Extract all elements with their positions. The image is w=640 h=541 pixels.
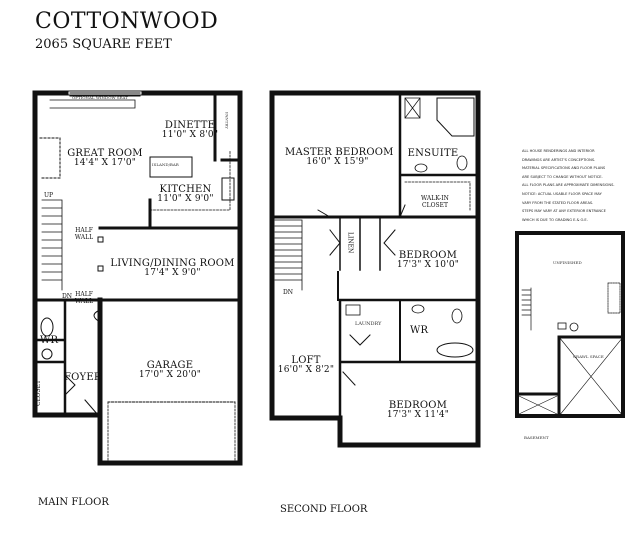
room-closet: CLOSET [35, 380, 42, 406]
main-floor-label: MAIN FLOOR [38, 497, 109, 508]
room-wr-second: WR [410, 325, 429, 336]
room-laundry: LAUNDRY [355, 321, 382, 327]
island-label: ISLAND/BAR [152, 162, 179, 167]
room-walk-in-closet: WALK-IN CLOSET [421, 195, 449, 209]
room-crawl-space: CRAWL SPACE [573, 354, 604, 359]
pantry-label: PANTRY [224, 112, 230, 129]
half-wall-label: HALF WALL [74, 227, 94, 241]
room-linen: LINEN [346, 232, 354, 254]
stairs-up-label: UP [44, 192, 54, 199]
half-wall-label: HALF WALL [74, 291, 94, 305]
room-wr-main: WR [40, 335, 59, 346]
basement-label: BASEMENT [524, 435, 549, 440]
room-unfinished: UNFINISHED [553, 260, 582, 265]
plan-subtitle: 2065 SQUARE FEET [35, 37, 172, 52]
stairs-down-label: DN [283, 289, 294, 296]
plan-title: COTTONWOOD [35, 9, 219, 34]
second-floor-label: SECOND FLOOR [280, 504, 368, 515]
room-ensuite: ENSUITE [407, 148, 459, 159]
main-floor-walls [32, 90, 243, 466]
stairs-down-label: DN [62, 293, 73, 300]
second-floor-walls [269, 90, 481, 448]
window-seat-label: OPTIONAL WINDOW SEAT [72, 95, 128, 100]
basement-walls [515, 231, 625, 418]
room-foyer: FOYER [64, 372, 102, 383]
